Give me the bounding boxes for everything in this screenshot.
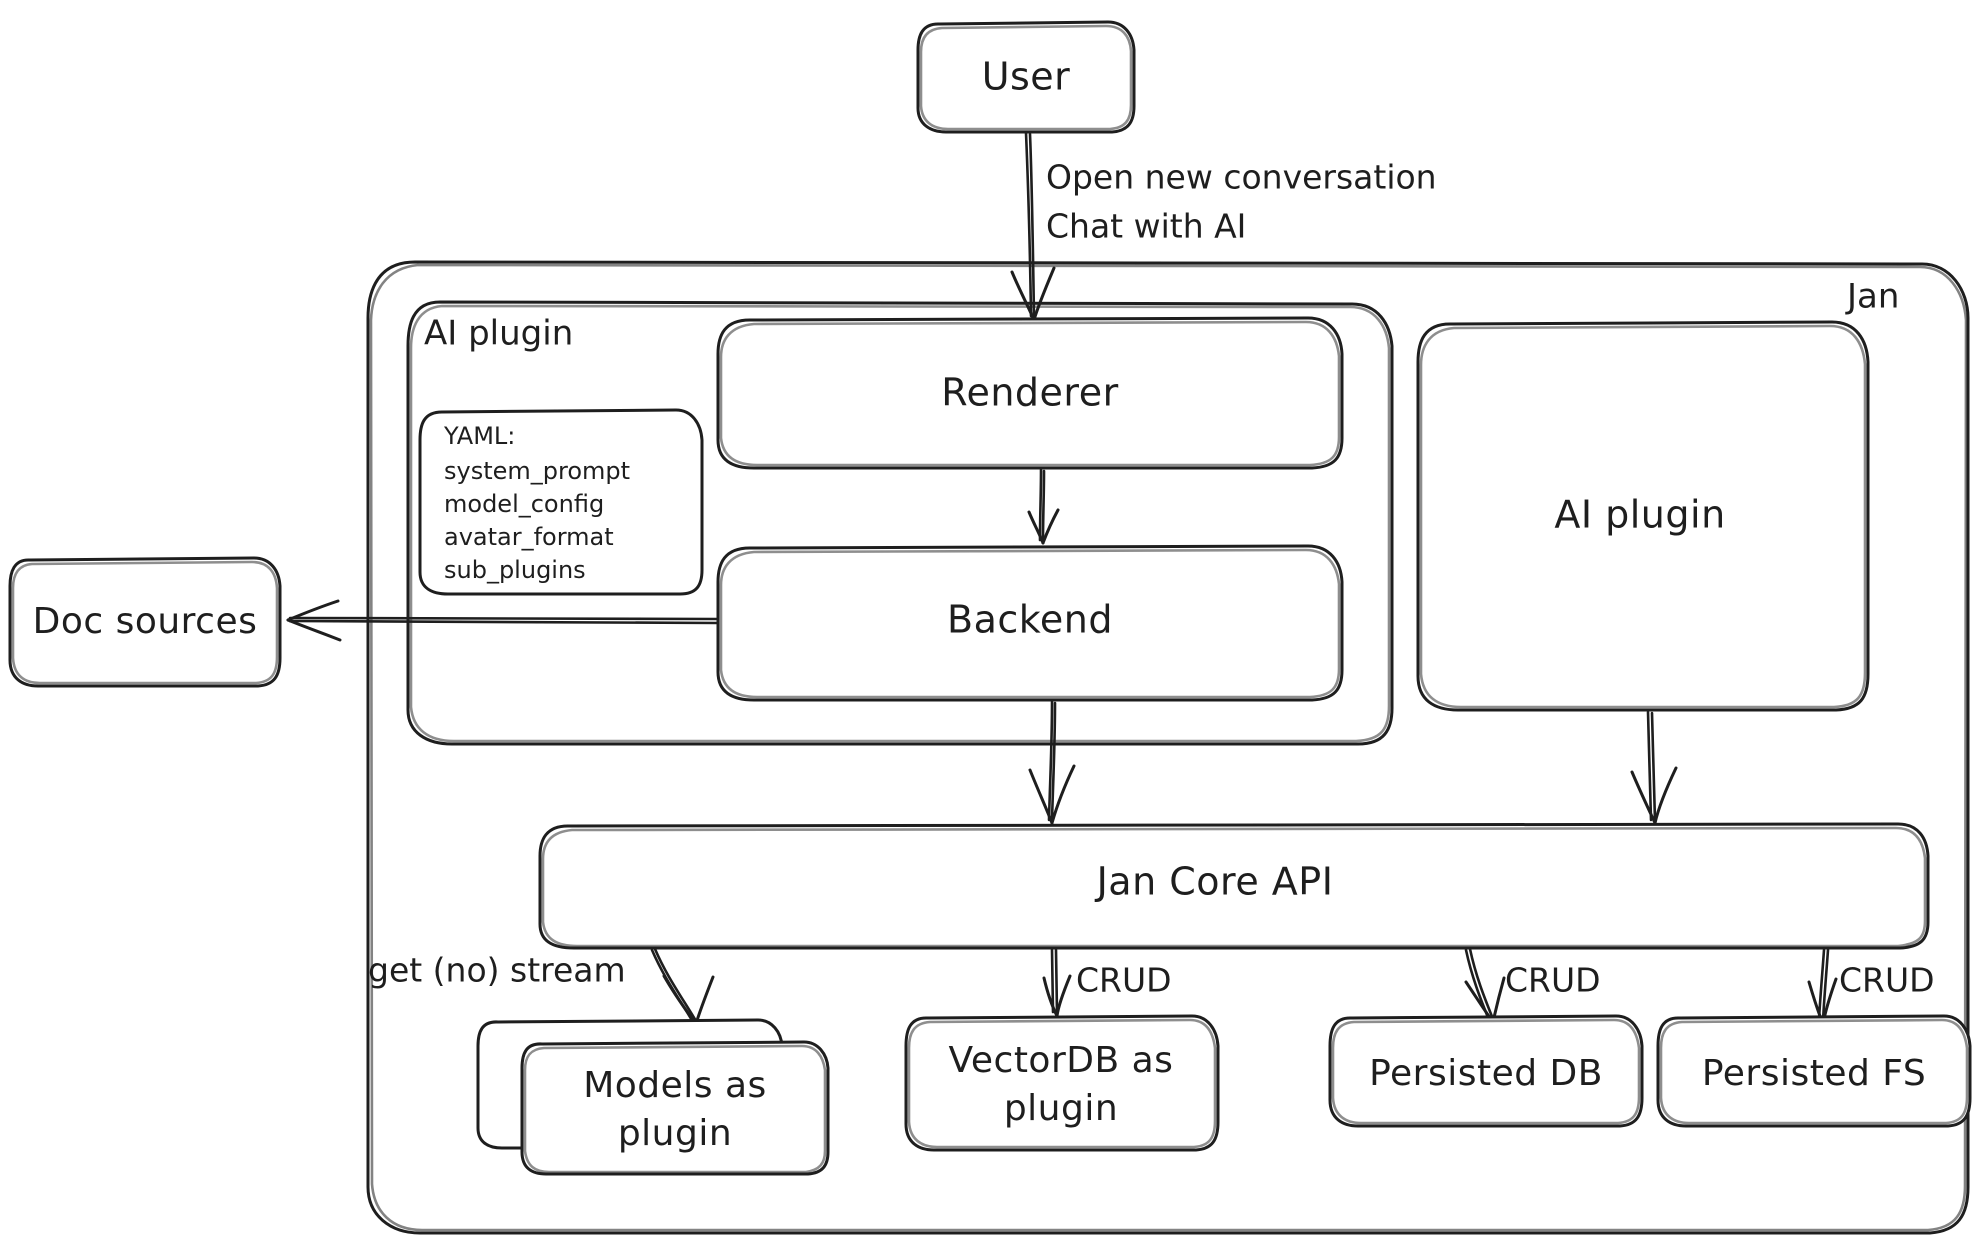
edge-backend-to-core-api [1028, 700, 1076, 825]
node-ai-plugin-right[interactable] [1416, 320, 1870, 712]
card-yaml-item-3: sub_plugins [444, 556, 586, 584]
edge-label-core-api-to-persisted-fs: CRUD [1839, 961, 1935, 1000]
edge-renderer-to-backend [1027, 468, 1060, 545]
node-backend-label: Backend [947, 598, 1113, 642]
card-yaml-title: YAML: [443, 422, 515, 450]
edge-label-core-api-to-persisted-db: CRUD [1505, 961, 1601, 1000]
node-persisted-fs-label: Persisted FS [1702, 1053, 1926, 1094]
node-backend[interactable] [716, 544, 1344, 702]
node-vectordb-as-plugin-label-line1: VectorDB as [949, 1040, 1174, 1081]
node-doc-sources-label: Doc sources [33, 601, 258, 642]
node-ai-plugin-right-label: AI plugin [1554, 493, 1725, 537]
node-renderer[interactable] [716, 316, 1344, 470]
node-persisted-db-label: Persisted DB [1369, 1053, 1603, 1094]
node-models-as-plugin-label-line2: plugin [618, 1113, 732, 1154]
edge-label-core-api-to-vectordb: CRUD [1076, 961, 1172, 1000]
node-renderer-label: Renderer [941, 371, 1118, 415]
edge-core-api-to-vectordb [1042, 948, 1072, 1018]
card-yaml-item-0: system_prompt [444, 457, 630, 485]
edge-backend-to-doc-sources [286, 599, 720, 642]
edge-user-to-renderer [1010, 131, 1056, 322]
node-doc-sources[interactable] [8, 556, 282, 688]
node-vectordb-as-plugin-label-line2: plugin [1004, 1088, 1118, 1129]
node-jan-core-api-label: Jan Core API [1095, 860, 1334, 904]
node-vectordb-as-plugin[interactable] [904, 1014, 1220, 1152]
node-models-as-plugin[interactable] [520, 1040, 830, 1176]
node-user-label: User [982, 55, 1071, 99]
edge-label-user-to-renderer-line1: Open new conversation [1046, 158, 1437, 197]
card-yaml-item-2: avatar_format [444, 523, 614, 551]
node-persisted-fs[interactable] [1656, 1014, 1972, 1128]
node-models-as-plugin-label-line1: Models as [583, 1065, 767, 1106]
edge-label-core-api-to-models: get (no) stream [368, 951, 626, 990]
edge-label-user-to-renderer-line2: Chat with AI [1046, 207, 1246, 246]
card-yaml [418, 408, 704, 596]
edge-ai-plugin-to-core-api [1630, 710, 1678, 825]
node-jan-core-api[interactable] [538, 822, 1930, 950]
container-ai-plugin-group-label: AI plugin [424, 314, 573, 354]
node-persisted-db[interactable] [1328, 1014, 1644, 1128]
node-user[interactable] [916, 20, 1136, 134]
card-yaml-item-1: model_config [444, 490, 604, 518]
container-jan-label: Jan [1845, 277, 1899, 317]
